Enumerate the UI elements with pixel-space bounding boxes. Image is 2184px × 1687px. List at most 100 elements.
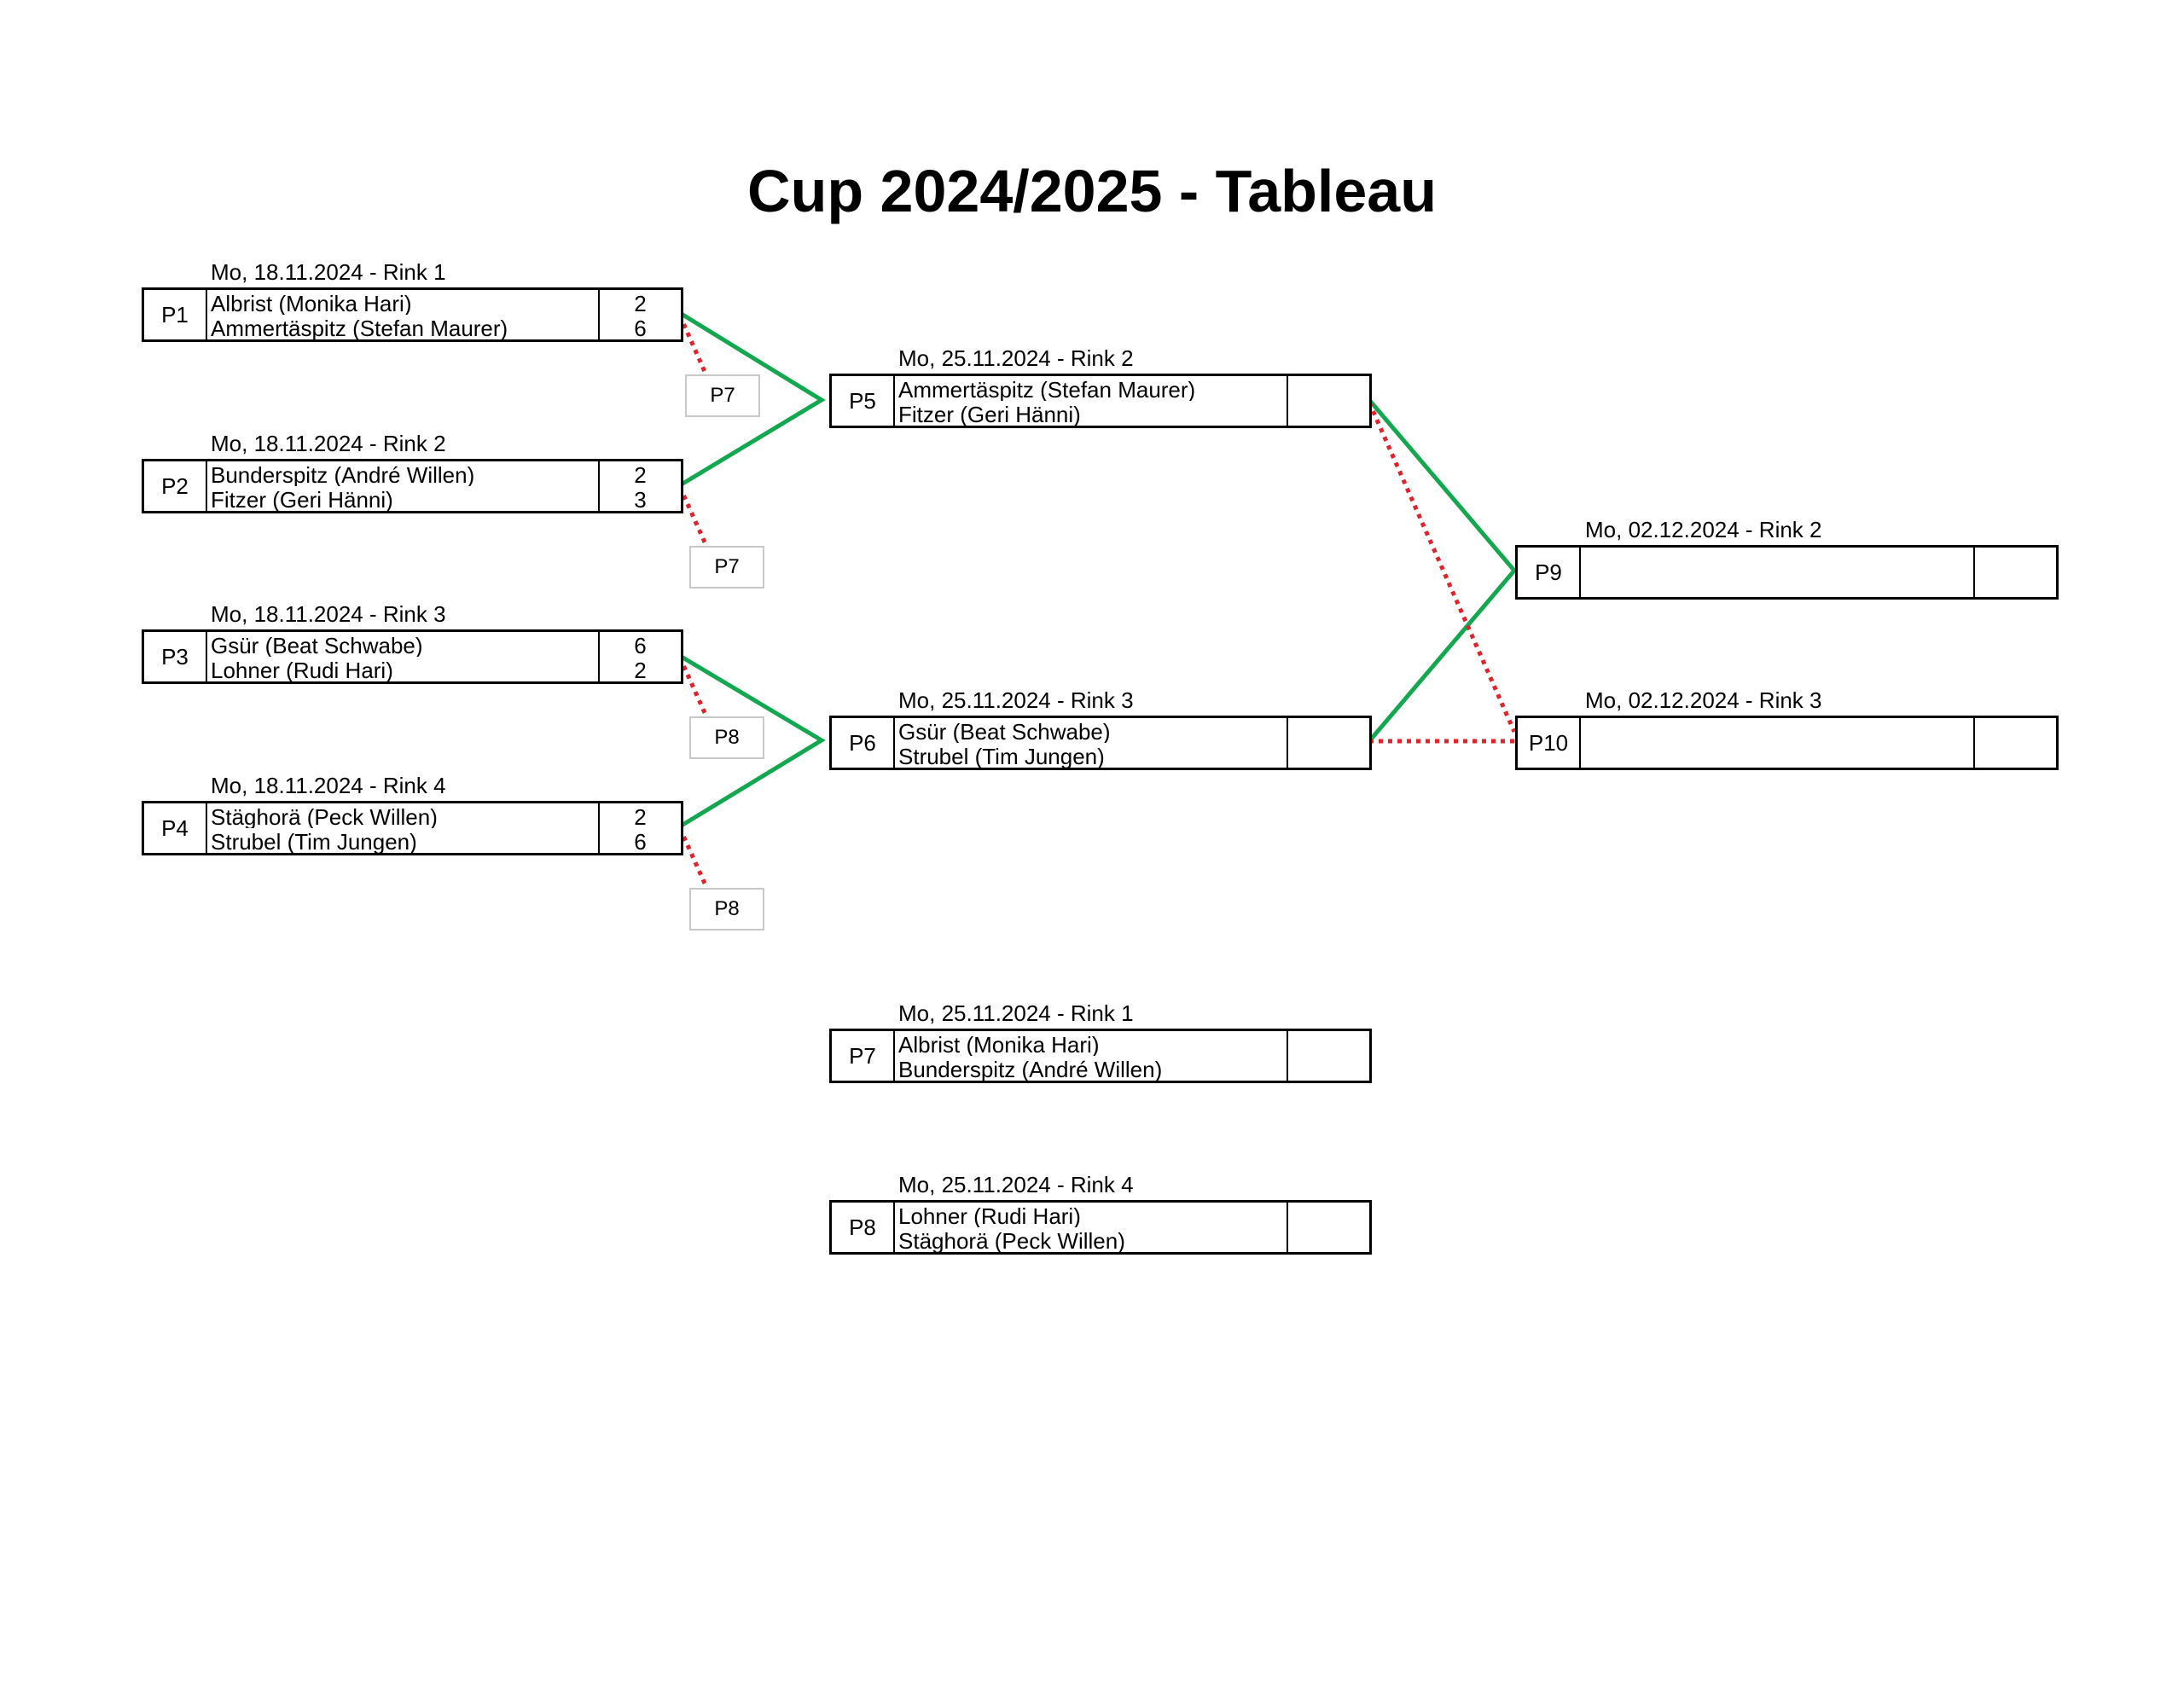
match-id: P10: [1518, 718, 1581, 768]
score: [1288, 743, 1369, 768]
team-name: Albrist (Monika Hari): [211, 291, 412, 315]
team-names: Gsür (Beat Schwabe) Lohner (Rudi Hari): [207, 632, 600, 681]
match-id: P2: [144, 461, 207, 511]
team-name: [1581, 558, 1973, 587]
team-name: Bunderspitz (André Willen): [898, 1057, 1163, 1081]
match-date-p2: Mo, 18.11.2024 - Rink 2: [211, 431, 446, 456]
winner-line-p1-p2-to-p5: [678, 310, 826, 488]
team-names: [1581, 548, 1975, 597]
team-name: Stäghorä (Peck Willen): [211, 804, 438, 828]
match-p8: P8 Lohner (Rudi Hari) Stäghorä (Peck Wil…: [829, 1200, 1372, 1255]
match-id: P8: [832, 1203, 895, 1252]
loser-line-p3: [677, 656, 708, 716]
score: [1288, 1203, 1369, 1227]
match-p1: P1 Albrist (Monika Hari) Ammertäspitz (S…: [142, 287, 683, 342]
scores: [1288, 718, 1369, 768]
score: 2: [634, 291, 647, 315]
score: [1975, 548, 2056, 577]
match-date-p4: Mo, 18.11.2024 - Rink 4: [211, 773, 446, 798]
match-date-p6: Mo, 25.11.2024 - Rink 3: [898, 687, 1134, 713]
scores: 2 6: [600, 290, 681, 339]
score: 2: [634, 658, 647, 681]
loser-ref-box: P7: [685, 374, 760, 417]
team-name: Stäghorä (Peck Willen): [898, 1228, 1125, 1252]
team-names: Albrist (Monika Hari) Ammertäspitz (Stef…: [207, 290, 600, 339]
loser-ref-box: P8: [689, 716, 764, 759]
team-names: Lohner (Rudi Hari) Stäghorä (Peck Willen…: [895, 1203, 1288, 1252]
team-name: Fitzer (Geri Hänni): [211, 487, 393, 511]
score: 3: [634, 487, 647, 511]
team-name: Fitzer (Geri Hänni): [898, 402, 1081, 426]
match-p4: P4 Stäghorä (Peck Willen) Strubel (Tim J…: [142, 801, 683, 855]
match-date-p10: Mo, 02.12.2024 - Rink 3: [1585, 687, 1822, 713]
team-name: Gsür (Beat Schwabe): [211, 633, 423, 657]
match-date-p3: Mo, 18.11.2024 - Rink 3: [211, 601, 446, 627]
match-p2: P2 Bunderspitz (André Willen) Fitzer (Ge…: [142, 459, 683, 513]
score: [1288, 1227, 1369, 1252]
team-name: Lohner (Rudi Hari): [211, 658, 393, 681]
team-name: Lohner (Rudi Hari): [898, 1203, 1081, 1227]
match-date-p1: Mo, 18.11.2024 - Rink 1: [211, 259, 446, 285]
team-name: Bunderspitz (André Willen): [211, 462, 475, 486]
team-name: [1581, 728, 1973, 757]
match-id: P4: [144, 803, 207, 853]
match-id: P9: [1518, 548, 1581, 597]
loser-ref-box: P7: [689, 546, 764, 588]
scores: [1975, 718, 2056, 768]
loser-ref-box: P8: [689, 888, 764, 930]
loser-line-p5-to-p10: [1367, 401, 1517, 733]
team-names: Ammertäspitz (Stefan Maurer) Fitzer (Ger…: [895, 376, 1288, 426]
match-date-p5: Mo, 25.11.2024 - Rink 2: [898, 345, 1134, 371]
match-p10: P10: [1515, 716, 2059, 770]
score: 6: [634, 316, 647, 339]
page-title: Cup 2024/2025 - Tableau: [747, 158, 1437, 224]
scores: 2 6: [600, 803, 681, 853]
team-names: Bunderspitz (André Willen) Fitzer (Geri …: [207, 461, 600, 511]
team-name: Gsür (Beat Schwabe): [898, 719, 1111, 743]
winner-line-p3-p4-to-p6: [678, 653, 826, 829]
team-names: Albrist (Monika Hari) Bunderspitz (André…: [895, 1031, 1288, 1081]
match-p7: P7 Albrist (Monika Hari) Bunderspitz (An…: [829, 1029, 1372, 1083]
winner-line-p5-p6-to-p9: [1368, 398, 1518, 743]
score: [1975, 718, 2056, 747]
match-p6: P6 Gsür (Beat Schwabe) Strubel (Tim Jung…: [829, 716, 1372, 770]
scores: 6 2: [600, 632, 681, 681]
team-name: Strubel (Tim Jungen): [898, 744, 1105, 768]
match-date-p9: Mo, 02.12.2024 - Rink 2: [1585, 517, 1822, 542]
scores: [1975, 548, 2056, 597]
loser-line-p2: [677, 485, 708, 546]
scores: [1288, 1031, 1369, 1081]
score: 2: [634, 804, 647, 828]
team-name: Strubel (Tim Jungen): [211, 829, 417, 853]
match-p5: P5 Ammertäspitz (Stefan Maurer) Fitzer (…: [829, 374, 1372, 428]
loser-line-p4: [677, 826, 708, 887]
team-name: Albrist (Monika Hari): [898, 1032, 1100, 1056]
score: [1288, 1031, 1369, 1056]
score: 2: [634, 462, 647, 486]
loser-line-p1: [677, 314, 708, 375]
scores: [1288, 376, 1369, 426]
score: [1288, 1056, 1369, 1081]
team-names: [1581, 718, 1975, 768]
match-date-p7: Mo, 25.11.2024 - Rink 1: [898, 1000, 1134, 1026]
match-p3: P3 Gsür (Beat Schwabe) Lohner (Rudi Hari…: [142, 629, 683, 684]
team-names: Gsür (Beat Schwabe) Strubel (Tim Jungen): [895, 718, 1288, 768]
team-names: Stäghorä (Peck Willen) Strubel (Tim Jung…: [207, 803, 600, 853]
match-id: P7: [832, 1031, 895, 1081]
score: 6: [634, 829, 647, 853]
score: [1288, 401, 1369, 426]
match-id: P5: [832, 376, 895, 426]
score: [1288, 376, 1369, 401]
scores: [1288, 1203, 1369, 1252]
match-id: P6: [832, 718, 895, 768]
match-id: P3: [144, 632, 207, 681]
team-name: Ammertäspitz (Stefan Maurer): [211, 316, 508, 339]
match-date-p8: Mo, 25.11.2024 - Rink 4: [898, 1172, 1134, 1197]
team-name: Ammertäspitz (Stefan Maurer): [898, 377, 1196, 401]
match-p9: P9: [1515, 545, 2059, 600]
match-id: P1: [144, 290, 207, 339]
scores: 2 3: [600, 461, 681, 511]
score: 6: [634, 633, 647, 657]
